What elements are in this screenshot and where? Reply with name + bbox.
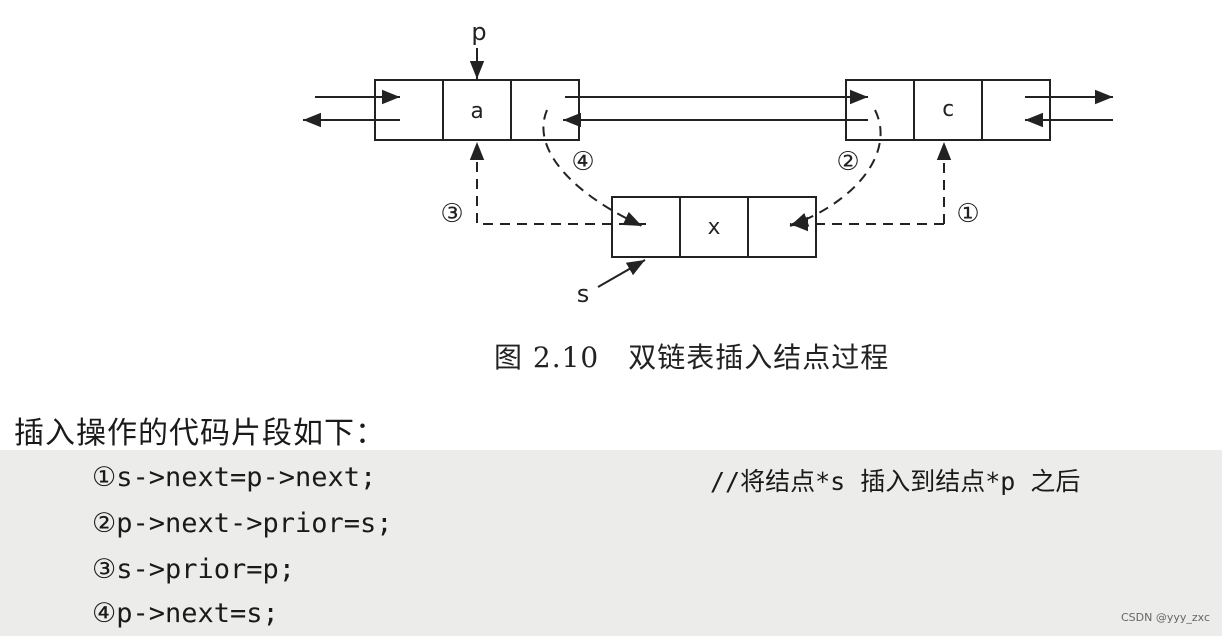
dashed-link-step3 (469, 142, 646, 225)
node-x-value: x (707, 215, 720, 240)
node-a: a (374, 79, 580, 141)
code-comment: //将结点*s 插入到结点*p 之后 (710, 467, 1081, 496)
code-line: ①s->next=p->next; (92, 462, 376, 493)
node-a-value: a (470, 99, 483, 124)
step-label-1: ① (956, 199, 979, 229)
code-line: ④p->next=s; (92, 598, 279, 629)
linked-list-diagram: a c x p ① ② ③ ④ s (303, 18, 1113, 308)
figure-caption: 图 2.10 双链表插入结点过程 (494, 341, 890, 374)
code-block: ①s->next=p->next; //将结点*s 插入到结点*p 之后 ②p-… (0, 450, 1222, 636)
node-c-value: c (941, 97, 954, 122)
step-label-4: ④ (571, 147, 594, 177)
code-line-text: p->next->prior=s; (116, 508, 393, 539)
step-label-2: ② (836, 147, 859, 177)
intro-text: 插入操作的代码片段如下： (14, 416, 386, 451)
code-line: ②p->next->prior=s; (92, 508, 393, 539)
node-x: x (611, 196, 817, 258)
code-line-text: p->next=s; (116, 598, 279, 629)
curved-link-step4 (542, 109, 643, 227)
node-c: c (845, 79, 1051, 141)
code-line-text: s->prior=p; (116, 554, 296, 585)
pointer-p-label: p (471, 18, 486, 46)
code-line-number: ① (92, 462, 117, 493)
pointer-s-label: s (577, 280, 590, 308)
step-label-3: ③ (440, 199, 463, 229)
code-line-number: ② (92, 508, 117, 539)
code-line-number: ③ (92, 554, 117, 585)
code-line: ③s->prior=p; (92, 554, 295, 585)
pointer-s-arrow (597, 259, 646, 288)
watermark: CSDN @yyy_zxc (1120, 611, 1210, 624)
code-line-number: ④ (92, 598, 117, 629)
code-line-text: s->next=p->next; (116, 462, 377, 493)
